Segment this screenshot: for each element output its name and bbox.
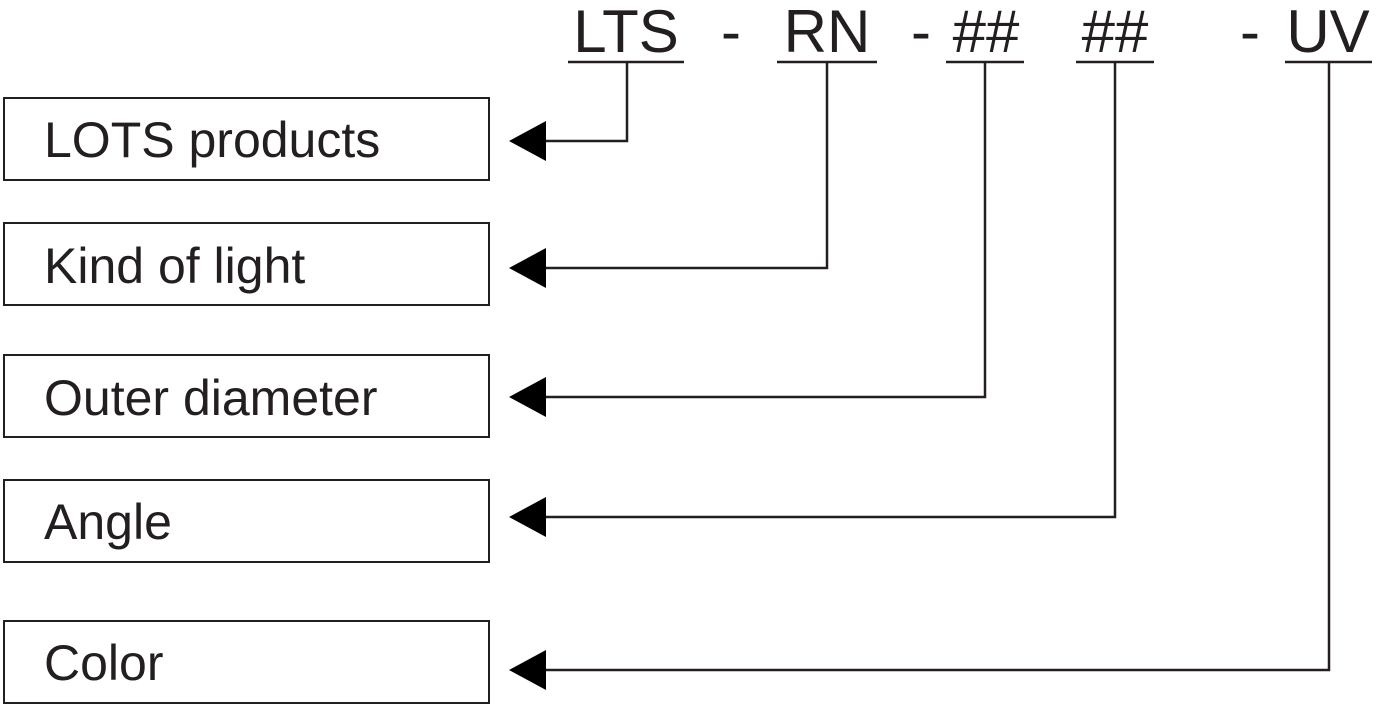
box-kind-of-light: Kind of light <box>3 222 490 306</box>
box-frame <box>3 97 490 181</box>
arrow-head-color <box>509 650 546 690</box>
leader-lines <box>545 62 1331 672</box>
code-segment-uv: UV <box>1286 0 1369 65</box>
box-frame <box>3 479 490 563</box>
box-label-lots-products: LOTS products <box>44 112 380 168</box>
box-label-kind-of-light: Kind of light <box>44 238 305 294</box>
code-segment-angle: ## <box>1082 0 1149 65</box>
code-segment-lts: LTS <box>573 0 679 65</box>
arrow-head-angle <box>509 497 546 537</box>
product-code: LTS - RN - ## ## - UV <box>568 0 1372 65</box>
code-segment-rn: RN <box>784 0 871 65</box>
box-outer-diameter: Outer diameter <box>3 354 490 438</box>
box-frame <box>3 620 490 704</box>
code-separator-1: - <box>721 0 741 65</box>
leader-line-color <box>545 62 1331 672</box>
code-separator-2: - <box>911 0 931 65</box>
arrow-head-lots-products <box>509 121 546 161</box>
leader-line-angle <box>545 62 1117 519</box>
arrow-head-outer-diameter <box>509 377 546 417</box>
leader-line-outer-diameter <box>545 62 987 399</box>
label-boxes: LOTS products Kind of light Outer diamet… <box>3 97 490 704</box>
arrow-heads <box>509 121 546 690</box>
box-lots-products: LOTS products <box>3 97 490 181</box>
arrow-head-kind-of-light <box>509 248 546 288</box>
leader-line-lots-products <box>545 62 629 143</box>
box-label-outer-diameter: Outer diameter <box>44 370 377 426</box>
box-color: Color <box>3 620 490 704</box>
box-label-angle: Angle <box>44 494 172 550</box>
box-frame <box>3 222 490 306</box>
leader-line-kind-of-light <box>545 62 829 270</box>
box-angle: Angle <box>3 479 490 563</box>
box-label-color: Color <box>44 635 163 691</box>
code-segment-outer-diameter: ## <box>953 0 1020 65</box>
code-separator-3: - <box>1240 0 1260 65</box>
box-frame <box>3 354 490 438</box>
